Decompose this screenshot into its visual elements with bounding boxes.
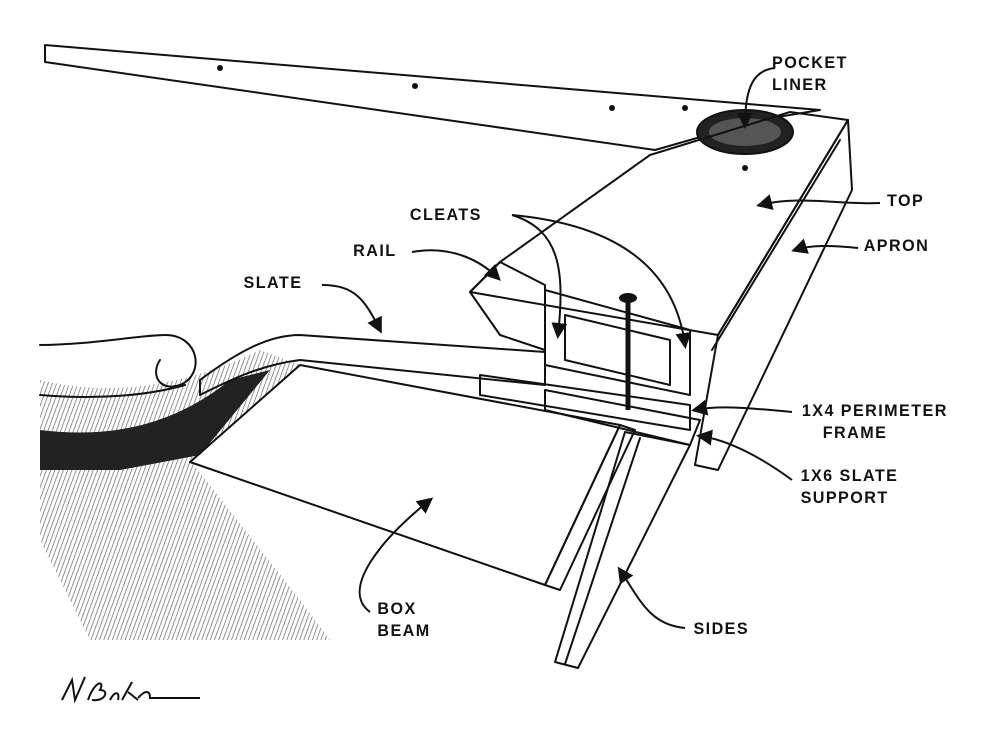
label-slate-support: 1X6 SLATE SUPPORT bbox=[801, 465, 899, 509]
label-line: FRAME bbox=[822, 423, 888, 442]
label-rail: RAIL bbox=[353, 241, 397, 260]
label-slate: SLATE bbox=[243, 273, 303, 292]
signature-mark bbox=[61, 676, 200, 704]
label-cleats: CLEATS bbox=[409, 205, 482, 224]
slate bbox=[199, 334, 546, 396]
label-apron: APRON bbox=[863, 236, 930, 255]
label-line: BOX bbox=[377, 599, 417, 618]
label-box-beam: BOX BEAM bbox=[377, 598, 430, 642]
label-line: BEAM bbox=[377, 621, 431, 640]
label-line: SUPPORT bbox=[800, 488, 889, 507]
corner-rail-top bbox=[469, 111, 849, 336]
label-top: TOP bbox=[886, 191, 925, 210]
rail-profile bbox=[469, 261, 546, 351]
label-line: LINER bbox=[771, 75, 828, 94]
label-line: 1X6 SLATE bbox=[800, 466, 899, 485]
perimeter-frame bbox=[479, 374, 691, 431]
slate-support bbox=[544, 389, 701, 446]
cloth-curl bbox=[39, 334, 197, 388]
label-line: 1X4 PERIMETER bbox=[801, 401, 948, 420]
label-sides: SIDES bbox=[693, 619, 750, 638]
shadow-region bbox=[40, 350, 330, 640]
label-perimeter-frame: 1X4 PERIMETER FRAME bbox=[802, 400, 948, 444]
cleat-block bbox=[544, 289, 691, 396]
label-pocket-liner: POCKET LINER bbox=[772, 52, 848, 96]
apron bbox=[694, 119, 853, 471]
label-line: POCKET bbox=[771, 53, 848, 72]
sides-board bbox=[554, 431, 691, 669]
